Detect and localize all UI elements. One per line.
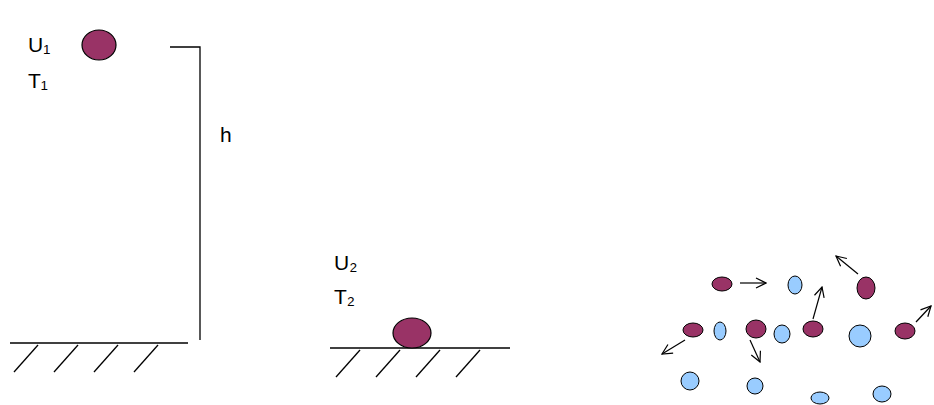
molecules (681, 276, 915, 404)
temperature-label: T₁ (28, 70, 48, 91)
height-label: h (220, 124, 232, 145)
velocity-arrows (662, 256, 931, 362)
height-bracket (170, 47, 200, 340)
ball (82, 30, 116, 60)
ball (393, 318, 431, 348)
energy-label: U₁ (28, 34, 50, 55)
energy-label: U₂ (334, 252, 357, 273)
temperature-label: T₂ (334, 286, 355, 307)
ground (330, 348, 510, 377)
ground (10, 343, 188, 372)
